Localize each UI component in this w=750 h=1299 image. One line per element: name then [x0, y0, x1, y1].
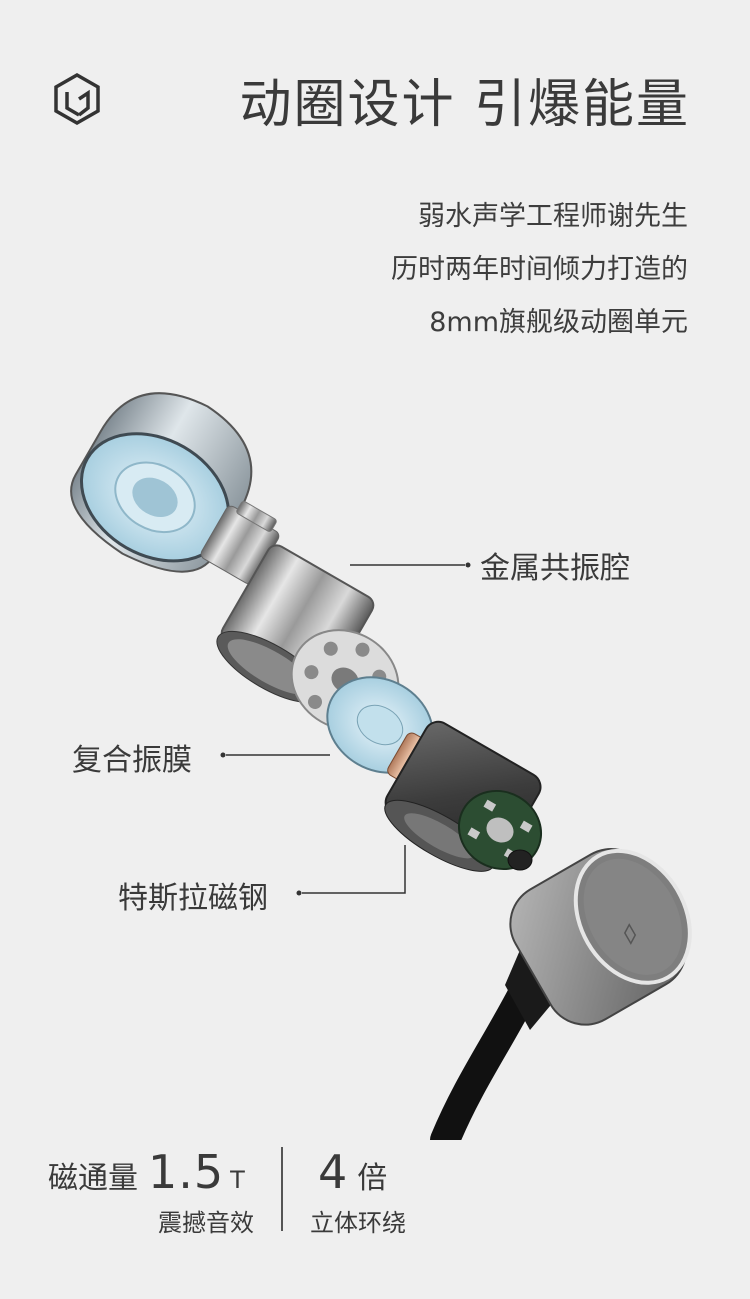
flux-unit: T: [230, 1166, 245, 1194]
surround-desc: 立体环绕: [310, 1209, 406, 1237]
surround-value: 4: [318, 1145, 348, 1199]
mesh-dot: [507, 849, 533, 871]
stats-divider: [281, 1147, 283, 1231]
surround-unit: 倍: [357, 1161, 388, 1196]
earphone-exploded-illustration: [70, 392, 692, 1140]
intro-line: 历时两年时间倾力打造的: [391, 254, 688, 285]
callout-tesla-magnet: 特斯拉磁钢: [118, 881, 268, 916]
flux-value: 1.5: [148, 1145, 225, 1199]
intro-text: 弱水声学工程师谢先生 历时两年时间倾力打造的 8mm旗舰级动圈单元: [391, 190, 688, 349]
intro-line: 8mm旗舰级动圈单元: [429, 307, 688, 338]
cube-logo-icon: [54, 72, 100, 126]
flux-desc: 震撼音效: [158, 1209, 254, 1237]
eartip: [70, 392, 253, 573]
callout-metal-cavity: 金属共振腔: [480, 551, 630, 586]
intro-line: 弱水声学工程师谢先生: [418, 201, 688, 232]
page-title: 动圈设计 引爆能量: [239, 75, 690, 135]
flux-label: 磁通量: [48, 1161, 138, 1196]
outer-shell: [509, 848, 692, 1026]
callout-composite-diaphragm: 复合振膜: [72, 743, 192, 778]
